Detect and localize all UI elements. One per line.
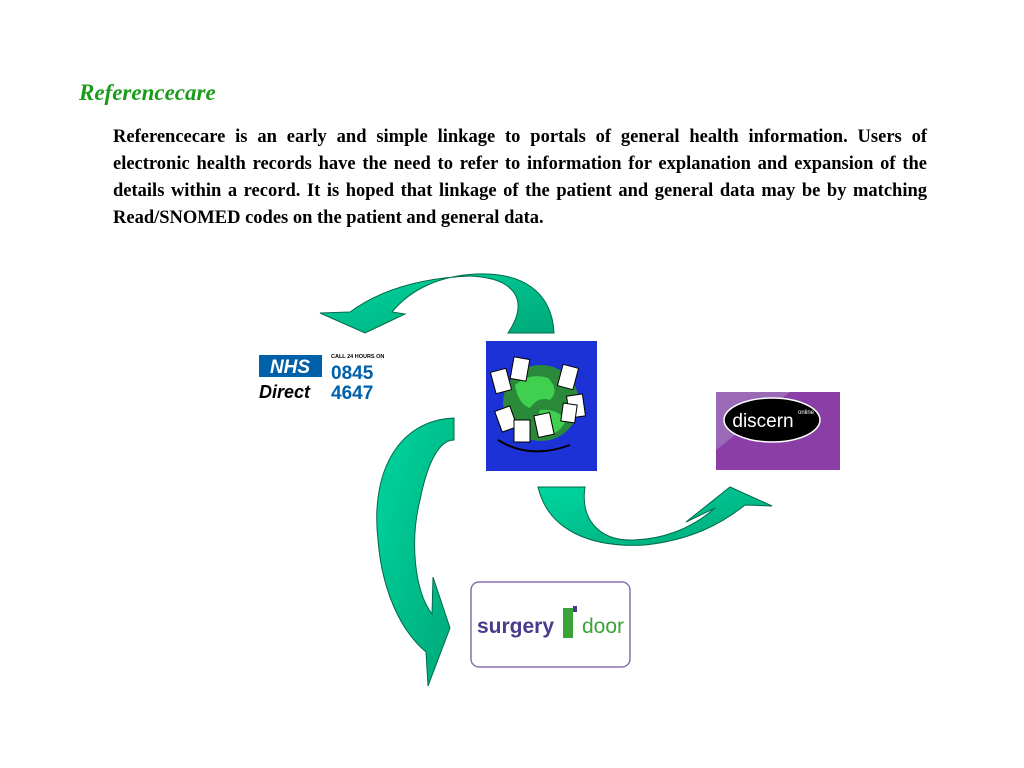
- surgery-door-logo: surgery door: [471, 582, 630, 667]
- arrow-to-nhs-direct: [320, 274, 554, 333]
- referencecare-globe-icon: [486, 341, 597, 471]
- surgery-word: surgery: [477, 615, 554, 638]
- arrow-to-surgery-door: [377, 418, 454, 686]
- discern-superscript: online: [798, 410, 815, 416]
- discern-online-logo: discern online: [716, 392, 840, 470]
- nhs-number-line1: 0845: [331, 363, 374, 384]
- nhs-tagline: CALL 24 HOURS ON: [331, 354, 384, 360]
- nhs-direct-logo: NHS Direct CALL 24 HOURS ON 0845 4647: [259, 354, 384, 404]
- door-word: door: [582, 615, 624, 638]
- nhs-badge-text: NHS: [270, 357, 310, 378]
- nhs-direct-word: Direct: [259, 382, 311, 402]
- nhs-number-line2: 4647: [331, 383, 373, 404]
- discern-word: discern: [732, 411, 793, 432]
- arrow-to-discern: [538, 487, 772, 545]
